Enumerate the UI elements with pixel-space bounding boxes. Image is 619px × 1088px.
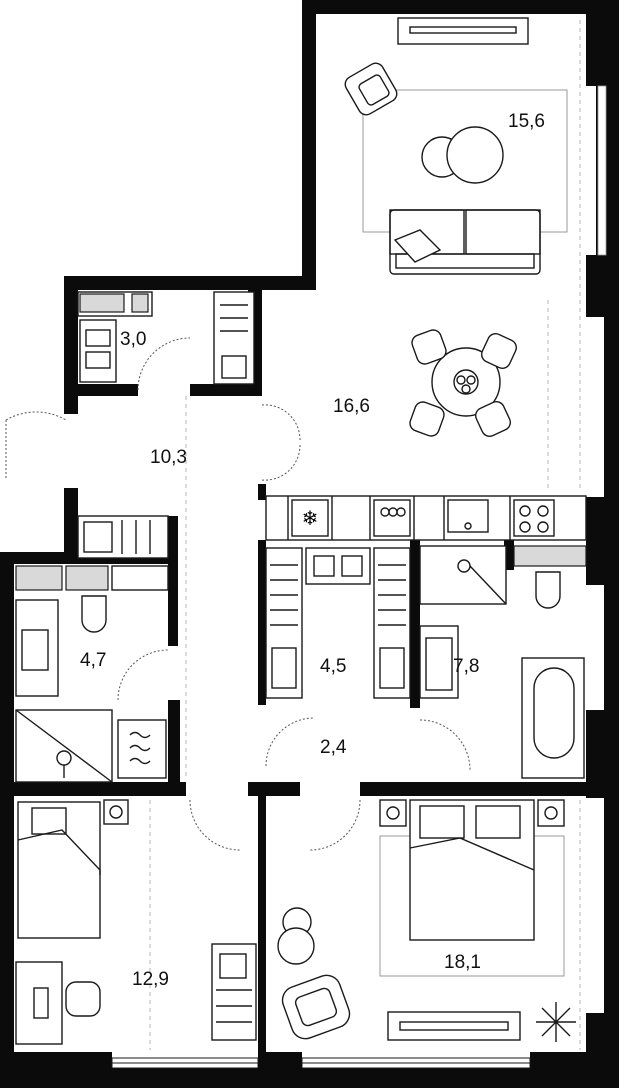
area-label-wardrobe-room: 4,5 — [320, 656, 346, 677]
hallway-wardrobe — [213, 291, 255, 385]
shoe-rack — [77, 515, 169, 559]
plant-icon — [536, 1002, 576, 1042]
area-label-hallway: 10,3 — [150, 447, 187, 468]
area-labels: 15,6 16,6 10,3 3,0 4,7 4,5 7,8 2,4 12,9 … — [80, 111, 545, 990]
area-label-bedroom-master: 18,1 — [444, 952, 481, 973]
area-label-bathroom-right: 7,8 — [453, 656, 479, 677]
windows — [111, 85, 607, 1069]
dining-table-icon — [409, 329, 518, 438]
doors — [5, 337, 471, 851]
wardrobe-fixtures — [265, 547, 411, 699]
fridge-icon: ❄ — [291, 499, 329, 537]
cooktop-icon — [513, 499, 555, 537]
dashed-lines — [149, 20, 581, 1050]
bedroom-master-furniture — [277, 799, 576, 1042]
sofa-icon — [389, 209, 541, 275]
area-label-bathroom-left: 4,7 — [80, 650, 106, 671]
area-label-corridor: 2,4 — [320, 737, 347, 758]
kitchen-sink-icon — [447, 499, 489, 533]
coffee-table-icon — [421, 126, 504, 184]
armchair-icon — [344, 62, 398, 116]
area-label-bedroom-left: 12,9 — [132, 969, 169, 990]
dishwasher-icon — [373, 499, 411, 537]
snowflake-icon: ❄ — [302, 506, 319, 530]
bathroom-left-fixtures — [15, 565, 169, 783]
area-label-storage-closet: 3,0 — [120, 329, 146, 350]
tv-unit-top — [397, 17, 529, 45]
area-label-kitchen-dining: 16,6 — [333, 396, 370, 417]
area-label-living-room: 15,6 — [508, 111, 545, 132]
storage-shelves — [77, 291, 153, 383]
bedroom-left-furniture — [15, 799, 257, 1045]
bathroom-right-fixtures — [419, 545, 587, 779]
